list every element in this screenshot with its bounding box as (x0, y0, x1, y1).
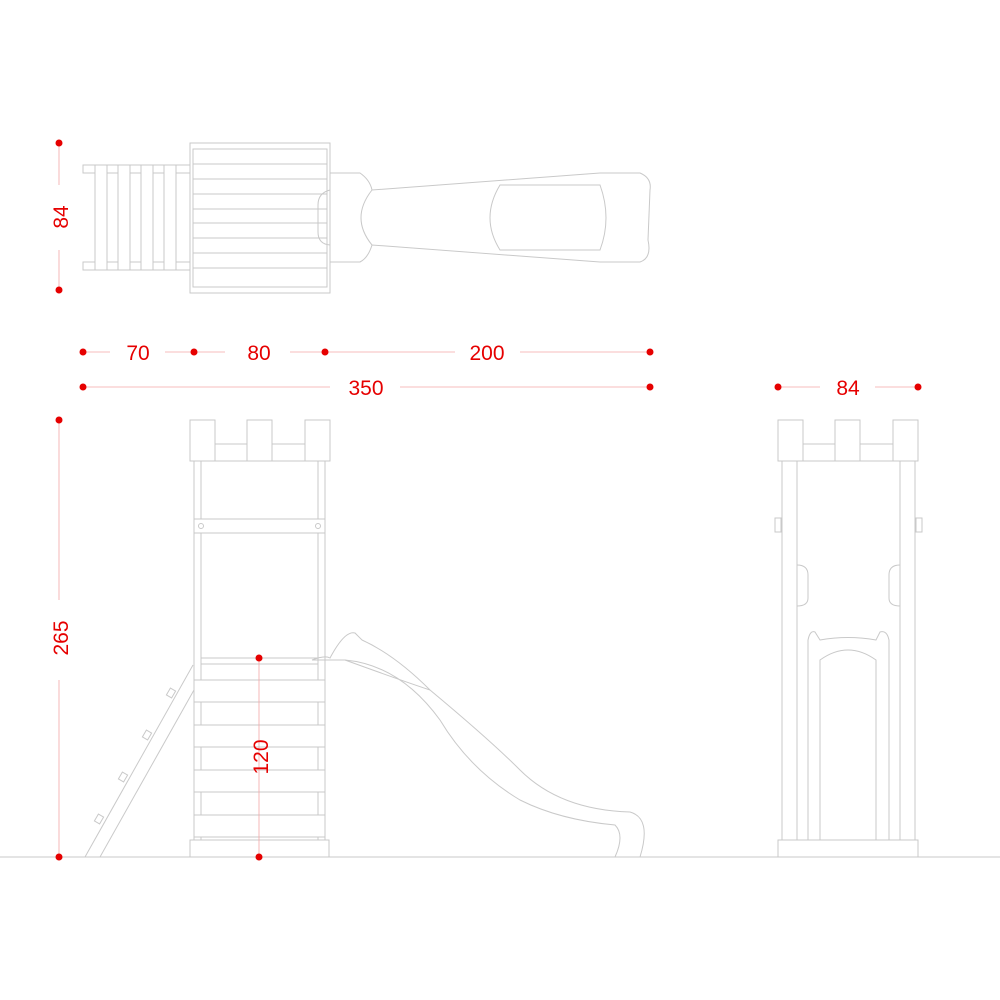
dimension-label: 70 (126, 342, 149, 365)
dimension-label: 84 (836, 377, 860, 400)
dimension-platform-height: 120 (250, 654, 273, 861)
top-view (82, 142, 651, 294)
dimension-label: 80 (247, 342, 270, 365)
dimension-label: 350 (348, 377, 383, 400)
front-view (774, 419, 923, 858)
dimension-label: 265 (50, 620, 73, 655)
dimension-lengths: 70 80 200 350 (79, 342, 654, 400)
dimension-label: 120 (250, 739, 273, 774)
dimension-label: 84 (50, 205, 73, 229)
dimension-front-width: 84 (774, 377, 922, 400)
dimension-top-view-width: 84 (50, 139, 73, 294)
dimension-label: 200 (469, 342, 504, 365)
dimension-total-height: 265 (50, 416, 73, 861)
